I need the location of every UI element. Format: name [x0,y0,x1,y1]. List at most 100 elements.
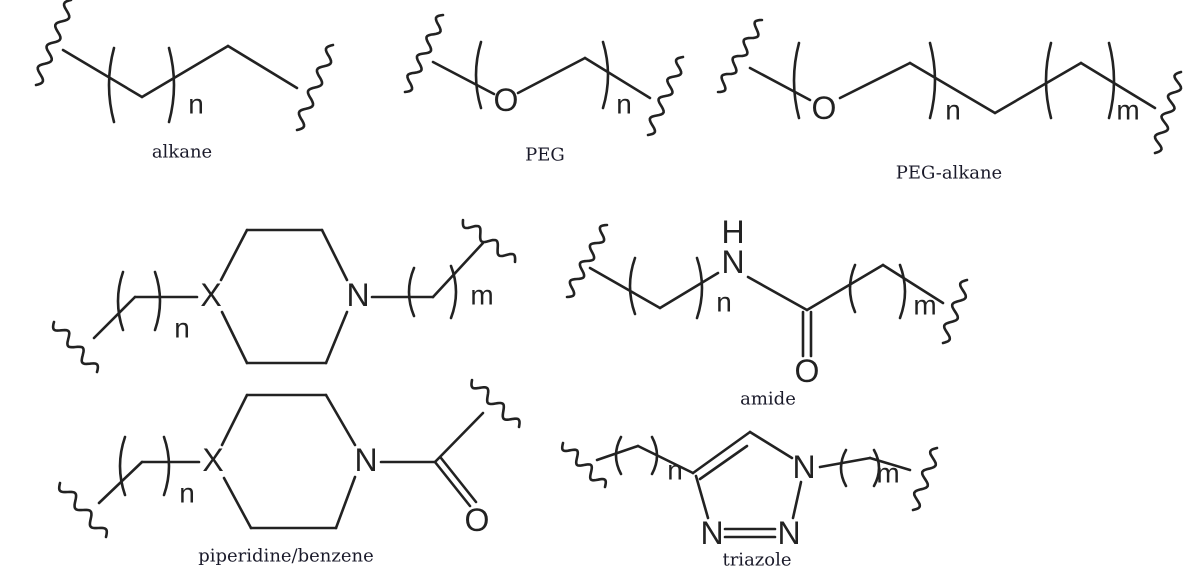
bond-line [433,460,472,508]
close-parenthesis [601,40,610,110]
wavy-attachment-bond [295,43,335,132]
piperidine-bottom-nitrogen: N [354,442,377,478]
bond-line [791,480,803,520]
bond-line [595,444,640,462]
bond-line [61,48,144,99]
close-parenthesis [872,448,881,488]
open-parenthesis [407,266,416,318]
peg-oxygen: O [494,82,519,118]
wavy-attachment-bond [911,446,939,512]
open-parenthesis [792,41,801,120]
close-parenthesis [449,264,458,320]
bond-line [92,295,137,340]
open-parenthesis [474,40,483,110]
bond-line [838,61,912,100]
wavy-attachment-bond [560,441,608,489]
open-parenthesis [848,263,857,314]
wavy-attachment-bond [941,278,969,345]
bond-marks [34,0,1183,539]
wavy-attachment-bond [403,13,445,94]
close-parenthesis [695,256,704,320]
wavy-attachment-bond [646,55,685,137]
wavy-attachment-bond [51,320,100,374]
amide-hydrogen: H [721,214,744,250]
bond-line [658,271,720,310]
bond-line [219,228,249,282]
piperidine-top-x: X [200,277,221,313]
triazole-n1: N [792,449,815,485]
caption-peg-alkane: PEG-alkane [896,163,1002,184]
bond-line [334,475,357,530]
close-parenthesis [898,263,907,320]
bond-line [698,444,749,481]
peg-alkane-oxygen: O [812,90,837,126]
bond-line [220,310,249,365]
piperidine-bottom-repeat-n: n [179,478,195,509]
bond-line [588,266,662,310]
bond-line [431,60,496,96]
caption-amide: amide [740,389,796,410]
bond-line [583,56,652,100]
triazole-repeat-n: n [667,455,683,486]
wavy-attachment-bond [461,218,517,264]
bond-line [324,393,357,447]
wavy-attachment-bond [34,0,73,87]
peg-alkane-repeat-m: m [1116,95,1139,126]
close-parenthesis [153,270,162,332]
close-parenthesis [650,435,659,476]
piperidine-top-nitrogen: N [346,277,369,313]
bond-line [1079,61,1157,110]
bond-line [694,474,710,520]
piperidine-bottom-oxygen: O [465,502,490,538]
triazole-n2: N [777,515,800,551]
open-parenthesis [116,270,125,332]
open-parenthesis [107,46,116,124]
piperidine-top-repeat-n: n [174,313,190,344]
bond-line [324,310,349,365]
amide-nitrogen: N [721,244,744,280]
bond-line [431,241,485,299]
amide-repeat-n: n [716,287,732,318]
close-parenthesis [167,46,176,124]
open-parenthesis [839,448,848,488]
bond-line [908,61,997,115]
alkane-repeat-n: n [188,89,204,120]
bond-line [881,263,945,305]
bond-line [748,430,794,460]
bond-line [226,44,299,90]
bond-line [636,444,695,475]
peg-repeat-n: n [616,89,632,120]
close-parenthesis [928,41,937,120]
bond-line [748,66,812,102]
peg-alkane-repeat-n: n [945,95,961,126]
caption-alkane: alkane [152,142,212,163]
open-parenthesis [118,435,127,497]
caption-piperidine-benzene: piperidine/benzene [198,546,374,567]
wavy-attachment-bond [470,378,521,429]
piperidine-bottom-x: X [202,442,223,478]
wavy-attachment-bond [565,223,609,299]
triazole-repeat-m: m [876,458,899,489]
open-parenthesis [628,256,637,316]
bond-line [222,476,253,530]
open-parenthesis [614,435,623,476]
amide-repeat-m: m [913,290,936,321]
bond-line [818,456,872,469]
wavy-attachment-bond [716,18,764,94]
caption-triazole: triazole [722,550,791,571]
bond-line [516,56,587,95]
piperidine-top-repeat-m: m [470,280,493,311]
bond-line [805,263,885,312]
bond-line [433,411,485,464]
bond-line [746,275,809,312]
amide-oxygen: O [795,353,820,389]
open-parenthesis [1044,41,1053,120]
bond-line [220,393,249,447]
caption-peg: PEG [525,145,565,166]
wavy-attachment-bond [57,481,109,539]
close-parenthesis [162,435,171,497]
bond-line [439,456,478,504]
bond-line [320,228,349,282]
bond-line [140,44,230,99]
bond-line [691,430,752,475]
